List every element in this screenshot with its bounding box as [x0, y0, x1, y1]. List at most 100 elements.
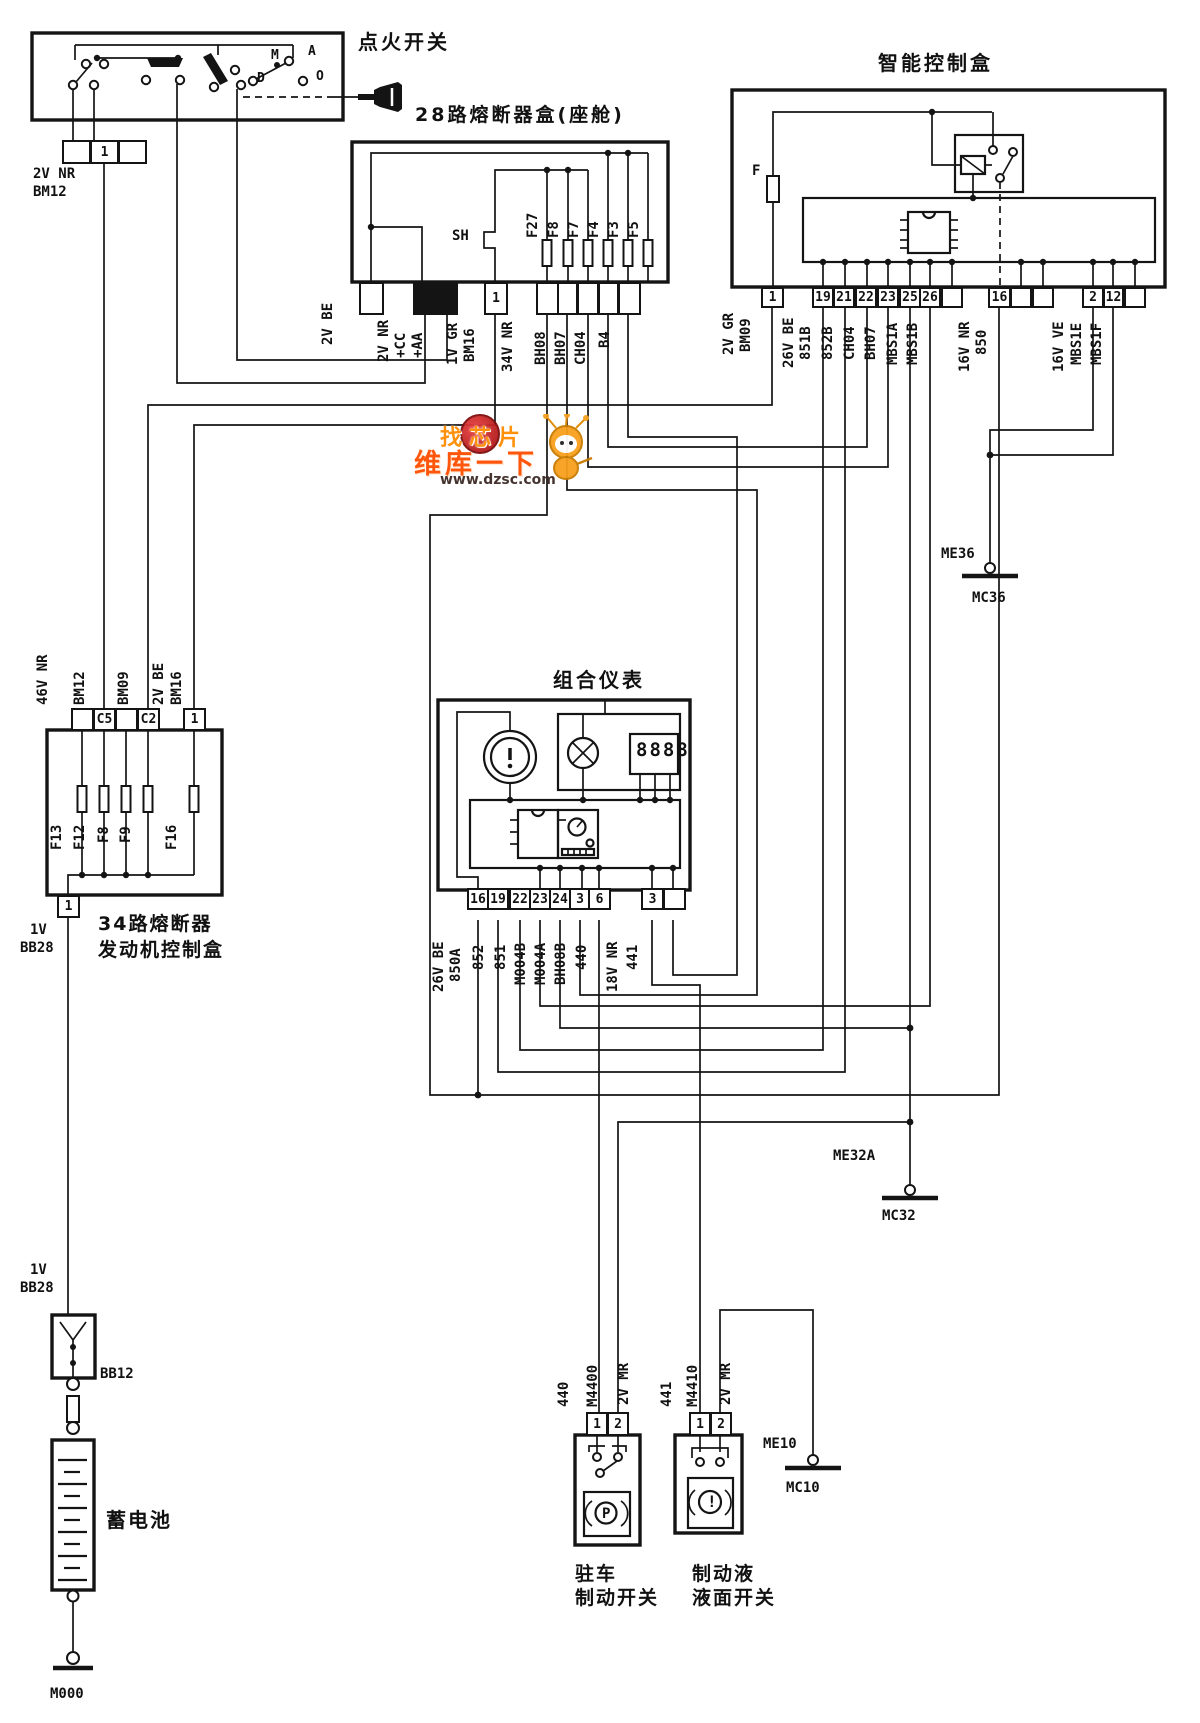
- parking-brake-switch-box: [573, 1433, 642, 1547]
- watermark-badge-icon: [460, 414, 500, 454]
- wire-label: F7: [566, 221, 582, 238]
- wire-label: ME36: [941, 546, 975, 562]
- key-icon: [358, 82, 402, 112]
- wire-label: MBS1A: [885, 322, 901, 365]
- terminal: [577, 282, 599, 315]
- ground-me32a: [882, 1184, 938, 1201]
- wire-label: 34路熔断器: [98, 913, 213, 935]
- terminal: [598, 282, 619, 315]
- watermark-brand: 维库一下: [414, 449, 538, 480]
- wire-label: 8888: [636, 739, 690, 761]
- terminal: [1032, 287, 1054, 308]
- wire-label: SH: [452, 228, 469, 244]
- terminal-1: 1: [183, 708, 206, 731]
- terminal-19: 19: [812, 287, 834, 308]
- engine-box-internals: [67, 730, 200, 895]
- cabin-fusebox-internals: [367, 149, 654, 282]
- wire-label: BM12: [72, 671, 88, 705]
- wire-label: 441: [659, 1381, 675, 1407]
- wire-label: M004B: [513, 942, 529, 985]
- wire-label: M: [271, 48, 279, 63]
- wire-label: MBS1F: [1089, 322, 1105, 365]
- wire-label: CH04: [842, 326, 858, 360]
- terminal: [118, 140, 147, 164]
- wire-label: F4: [586, 221, 602, 238]
- terminal-1: 1: [689, 1412, 711, 1436]
- terminal-24: 24: [549, 888, 571, 910]
- wire-label: BM09: [738, 318, 754, 352]
- wire-label: BM16: [462, 328, 478, 362]
- terminal-16: 16: [467, 888, 489, 910]
- terminal-12: 12: [1103, 287, 1124, 308]
- wire-label: F9: [118, 826, 134, 843]
- watermark-url: www.dzsc.com: [440, 472, 556, 488]
- terminal: [413, 282, 458, 315]
- terminal-C5: C5: [93, 708, 116, 731]
- wire-label: 441: [625, 944, 641, 970]
- wire-label: 1V GR: [445, 322, 461, 365]
- smart-box-internals: [766, 108, 1139, 287]
- terminal: [618, 282, 641, 315]
- wire-label: BB12: [100, 1366, 134, 1382]
- wire-label: 2V NR: [376, 319, 392, 362]
- ignition-wires: [72, 89, 105, 708]
- terminal-1: 1: [90, 140, 119, 164]
- wire-label: 2V BE: [151, 662, 167, 705]
- terminal-26: 26: [919, 287, 941, 308]
- wire-label: CH04: [573, 331, 589, 365]
- terminal: [71, 708, 94, 731]
- cabin-fusebox-title: 28路熔断器盒(座舱): [415, 104, 625, 126]
- wire-label: F12: [72, 824, 88, 850]
- terminal-2: 2: [607, 1412, 629, 1436]
- terminal: [359, 282, 384, 315]
- terminal: [1124, 287, 1146, 308]
- wire-label: BM16: [169, 671, 185, 705]
- wire-label: BB28: [20, 940, 54, 956]
- watermark-mascot-icon: [543, 414, 593, 480]
- wire-label: 18V NR: [605, 941, 621, 992]
- wire-label: A: [308, 44, 316, 59]
- wire-label: MC36: [972, 590, 1006, 606]
- wire-label: 蓄电池: [106, 1508, 172, 1532]
- smart-control-box: [730, 88, 1167, 289]
- wire-label: !: [707, 1492, 717, 1511]
- instrument-cluster-box: [436, 698, 692, 892]
- cluster-internals: [456, 700, 677, 888]
- wire-label: 46V NR: [35, 654, 51, 705]
- fluid-level-switch-box: [673, 1433, 744, 1535]
- terminal-25: 25: [899, 287, 921, 308]
- wire-label: 2V MR: [616, 1362, 632, 1405]
- ground-me10: [785, 1454, 841, 1471]
- wire-label: 发动机控制盒: [98, 939, 225, 961]
- terminal: [1010, 287, 1032, 308]
- terminal-6: 6: [588, 888, 611, 910]
- wire-label: M4400: [585, 1364, 601, 1407]
- wire-label: ME32A: [833, 1148, 876, 1164]
- wire-label: 2V BE: [320, 302, 336, 345]
- ignition-switch-box: [30, 31, 345, 122]
- wire-label: 16V VE: [1051, 321, 1067, 372]
- wire-label: 制动液: [692, 1563, 756, 1585]
- wire-label: F27: [525, 212, 541, 238]
- terminal-22: 22: [509, 888, 531, 910]
- ignition-switch-contacts: [67, 44, 358, 98]
- terminal: [536, 282, 559, 315]
- battery-chain: [53, 917, 93, 1671]
- wire-label: 制动开关: [575, 1587, 660, 1609]
- wire-label: O: [316, 69, 324, 84]
- terminal: [62, 140, 91, 164]
- wire-label: ME10: [763, 1436, 797, 1452]
- wire-label: 440: [556, 1381, 572, 1407]
- cluster-title: 组合仪表: [553, 668, 645, 692]
- wire-label: 26V BE: [431, 941, 447, 992]
- terminal-2: 2: [1082, 287, 1104, 308]
- terminal-2: 2: [710, 1412, 732, 1436]
- wire-label: BH07: [553, 331, 569, 365]
- terminal-21: 21: [833, 287, 855, 308]
- wire-label: F: [752, 163, 761, 179]
- terminal-1: 1: [57, 895, 80, 918]
- wire-label: 850: [974, 329, 990, 355]
- wire-label: M000: [50, 1686, 84, 1702]
